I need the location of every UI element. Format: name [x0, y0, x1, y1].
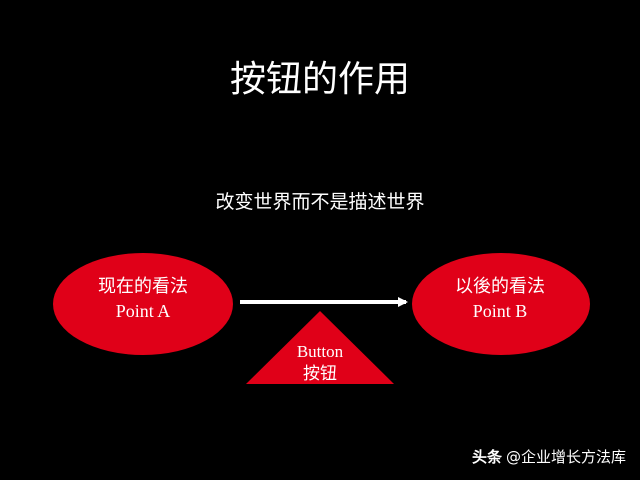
slide-title: 按钮的作用	[229, 59, 410, 100]
point-a-zh: 现在的看法	[98, 276, 188, 297]
point-b-en: Point B	[472, 301, 528, 321]
button-label-en: Button	[296, 342, 344, 361]
button-triangle	[246, 311, 394, 384]
point-b-zh: 以後的看法	[455, 276, 545, 297]
point-b-label: 以後的看法 Point B	[420, 275, 580, 323]
point-a-label: 现在的看法 Point A	[63, 275, 223, 323]
watermark-handle: @企业增长方法库	[505, 448, 626, 466]
button-label: Button 按钮	[260, 341, 380, 385]
point-b-ellipse	[412, 253, 590, 355]
point-a-en: Point A	[115, 301, 171, 321]
watermark-brand: 头条	[471, 448, 502, 466]
watermark: 头条@企业增长方法库	[472, 446, 626, 468]
point-a-ellipse	[53, 253, 233, 355]
slide-subtitle: 改变世界而不是描述世界	[215, 191, 425, 213]
button-label-zh: 按钮	[303, 364, 337, 384]
